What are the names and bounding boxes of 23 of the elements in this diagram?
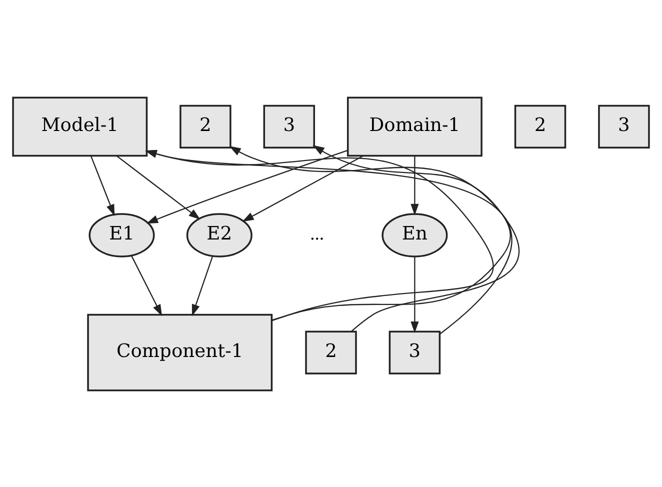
arrow — [410, 256, 419, 333]
node-box: 2 — [305, 330, 357, 374]
arrow — [229, 145, 520, 332]
node-ellipse: E2 — [186, 212, 252, 257]
arrow — [192, 256, 214, 316]
node-box: 3 — [598, 104, 650, 148]
arrow — [90, 155, 115, 216]
label: ... — [310, 223, 324, 244]
arrow — [131, 255, 162, 316]
arrow — [242, 154, 364, 222]
arrow — [410, 155, 419, 216]
node-box: 3 — [388, 330, 441, 374]
node-ellipse: E1 — [88, 212, 155, 257]
node-box: 2 — [514, 104, 566, 148]
node-box: 3 — [263, 104, 316, 148]
node-box: Domain-1 — [346, 96, 482, 156]
node-box: 2 — [180, 104, 232, 148]
arrow — [272, 144, 511, 320]
arrow — [116, 154, 200, 220]
node-box: Component-1 — [87, 313, 273, 391]
arrow — [146, 149, 348, 224]
node-box: Model-1 — [12, 96, 148, 156]
node-ellipse: En — [382, 212, 448, 257]
